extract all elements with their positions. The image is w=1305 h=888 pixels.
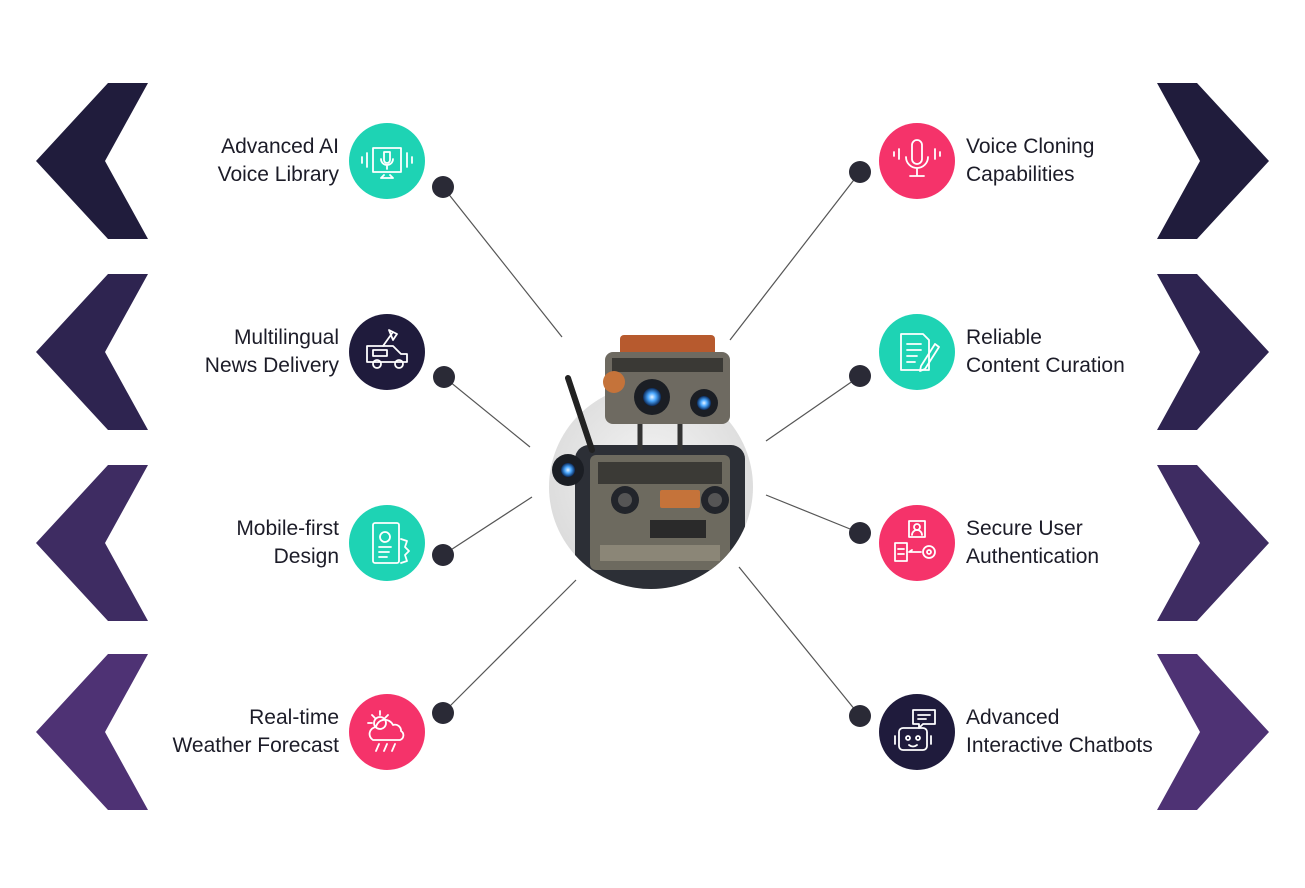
- right-feature-label-2-line2: Content Curation: [966, 354, 1125, 377]
- left-feature-label-3-line2: Design: [273, 545, 339, 568]
- left-feature-label-2-line1: Multilingual: [233, 326, 339, 349]
- left-connector-dot-2: [433, 366, 455, 388]
- mobile-design-icon: [349, 505, 425, 581]
- right-chevron-2: [1157, 274, 1269, 430]
- right-connector-line-1: [729, 171, 861, 341]
- right-connector-dot-1: [849, 161, 871, 183]
- left-feature-label-4-line1: Real-time: [249, 706, 339, 729]
- right-feature-label-4-line2: Interactive Chatbots: [966, 734, 1153, 757]
- right-connector-dot-3: [849, 522, 871, 544]
- left-connector-line-2: [443, 376, 531, 448]
- left-chevron-2: [36, 274, 148, 430]
- left-feature-label-2-line2: News Delivery: [204, 354, 339, 377]
- right-chevron-1: [1157, 83, 1269, 239]
- voice-library-icon: [349, 123, 425, 199]
- left-connector-dot-3: [432, 544, 454, 566]
- left-connector-line-4: [442, 579, 577, 714]
- left-chevron-4: [36, 654, 148, 810]
- chatbot-icon: [879, 694, 955, 770]
- right-connector-line-4: [738, 566, 861, 717]
- right-feature-label-2-line1: Reliable: [966, 326, 1042, 349]
- document-curation-icon: [879, 314, 955, 390]
- right-connector-dot-2: [849, 365, 871, 387]
- left-feature-label-1-line2: Voice Library: [217, 163, 339, 186]
- left-chevron-1: [36, 83, 148, 239]
- right-feature-label-3-line2: Authentication: [966, 545, 1100, 568]
- microphone-icon: [879, 123, 955, 199]
- right-connector-line-3: [765, 494, 861, 534]
- right-feature-label-4-line1: Advanced: [966, 706, 1060, 729]
- left-connector-line-3: [442, 496, 533, 556]
- left-feature-label-1-line1: Advanced AI: [221, 135, 339, 158]
- news-van-icon: [349, 314, 425, 390]
- weather-icon: [349, 694, 425, 770]
- left-chevron-3: [36, 465, 148, 621]
- left-feature-label-4-line2: Weather Forecast: [172, 734, 339, 757]
- left-connector-dot-1: [432, 176, 454, 198]
- right-chevron-4: [1157, 654, 1269, 810]
- right-feature-label-3-line1: Secure User: [966, 517, 1083, 540]
- left-feature-label-1: Advanced AI Voice Library: [218, 133, 339, 189]
- right-connector-dot-4: [849, 705, 871, 727]
- right-chevron-3: [1157, 465, 1269, 621]
- robot-boombox-illustration: [549, 335, 753, 589]
- left-connector-line-1: [442, 186, 563, 338]
- user-authentication-icon: [879, 505, 955, 581]
- right-feature-label-1-line2: Capabilities: [966, 163, 1075, 186]
- right-connector-line-2: [765, 375, 861, 442]
- left-connector-dot-4: [432, 702, 454, 724]
- left-feature-label-3-line1: Mobile-first: [236, 517, 339, 540]
- right-feature-label-1-line1: Voice Cloning: [966, 135, 1095, 158]
